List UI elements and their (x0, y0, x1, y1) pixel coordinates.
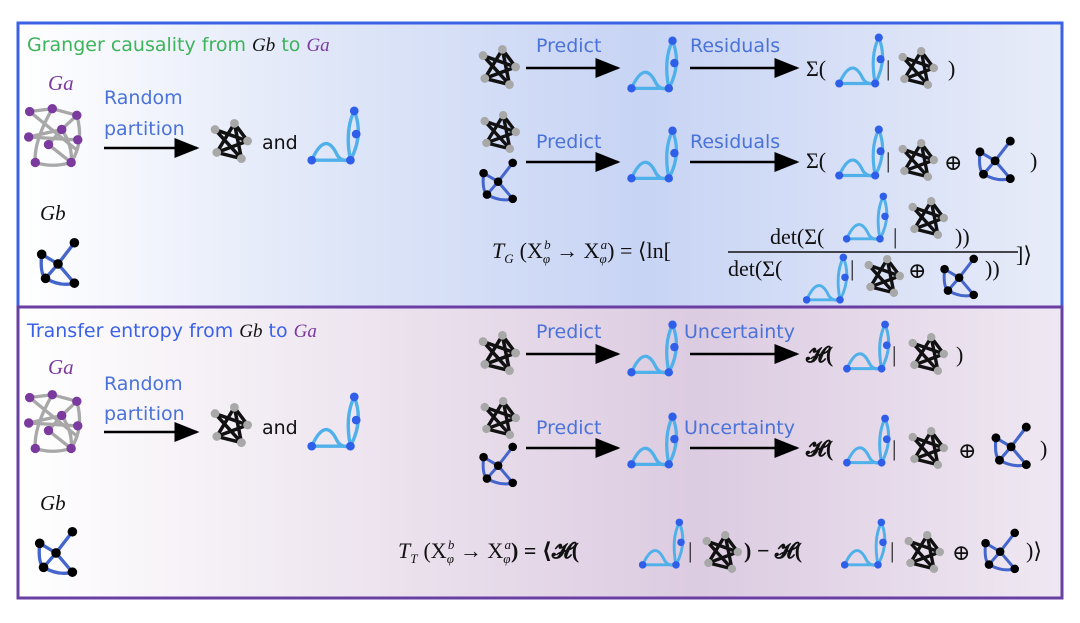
svg-text:)): )) (985, 256, 1000, 281)
svg-text:⊕: ⊕ (908, 258, 926, 283)
and-label: and (262, 132, 298, 154)
svg-text:|: | (688, 538, 692, 563)
predict-label: Predict (536, 131, 601, 153)
partition-label: partition (104, 118, 185, 140)
ga-label: Ga (48, 355, 74, 379)
residuals-label: Residuals (690, 35, 780, 57)
svg-text:|: | (892, 436, 896, 461)
gb-label: Gb (40, 201, 66, 225)
predict-label: Predict (536, 35, 601, 57)
svg-text:|: | (892, 342, 896, 367)
uncertainty-label: Uncertainty (684, 417, 795, 439)
predict-label: Predict (536, 417, 601, 439)
svg-text:)): )) (955, 224, 970, 249)
sigma-open: Σ( (806, 148, 826, 173)
svg-text:): ) (1040, 436, 1047, 461)
svg-text:|: | (890, 538, 894, 563)
svg-text:TG(Xφb → Xφa) = ⟨ln[: TG(Xφb → Xφa) = ⟨ln[ (492, 237, 671, 266)
svg-text:⊕: ⊕ (952, 540, 970, 565)
granger-formula: TG(Xφb → Xφa) = ⟨ln[ det(Σ( | )) det(Σ( … (492, 190, 1032, 306)
uncertainty-label: Uncertainty (684, 321, 795, 343)
transfer-title: Transfer entropy from Gb to Ga (26, 320, 317, 342)
svg-text:|: | (850, 256, 854, 281)
residuals-label: Residuals (690, 131, 780, 153)
oplus: ⊕ (944, 150, 962, 175)
given-bar: | (886, 56, 890, 81)
random-label: Random (104, 87, 183, 109)
random-label: Random (104, 373, 183, 395)
given-bar: | (886, 148, 890, 173)
sigma-open: Σ( (806, 56, 826, 81)
svg-text:|: | (893, 224, 897, 249)
close-paren: ) (1030, 148, 1037, 173)
formula-denominator: det(Σ( (728, 256, 782, 281)
transfer-formula: TT(Xφb → Xφa) = ⟨𝓗( | ) − 𝓗( | ⊕ )⟩ (398, 516, 1042, 574)
svg-text:)⟩: )⟩ (1026, 538, 1042, 563)
entropy-open: 𝓗( (805, 342, 833, 367)
partition-label: partition (104, 403, 185, 425)
ga-label: Ga (48, 71, 74, 95)
svg-text:) − 𝓗(: ) − 𝓗( (744, 538, 802, 563)
granger-title: Granger causality from Gb to Ga (27, 34, 330, 56)
granger-panel-border (16, 21, 1064, 309)
formula-numerator: det(Σ( (770, 224, 824, 249)
gb-label: Gb (40, 491, 66, 515)
svg-text:𝓗(: 𝓗( (805, 436, 833, 461)
svg-text:]⟩: ]⟩ (1016, 242, 1032, 267)
transfer-panel: Transfer entropy from Gb to Ga Ga Random… (16, 305, 1064, 600)
svg-text:TT(Xφb → Xφa) = ⟨𝓗(: TT(Xφb → Xφa) = ⟨𝓗( (398, 537, 579, 566)
predict-label: Predict (536, 321, 601, 343)
and-label: and (262, 417, 298, 439)
svg-text:⊕: ⊕ (958, 438, 976, 463)
svg-text:): ) (956, 342, 963, 367)
close-paren: ) (948, 56, 955, 81)
granger-panel: Granger causality from Gb to Ga Ga Rando… (16, 21, 1064, 309)
